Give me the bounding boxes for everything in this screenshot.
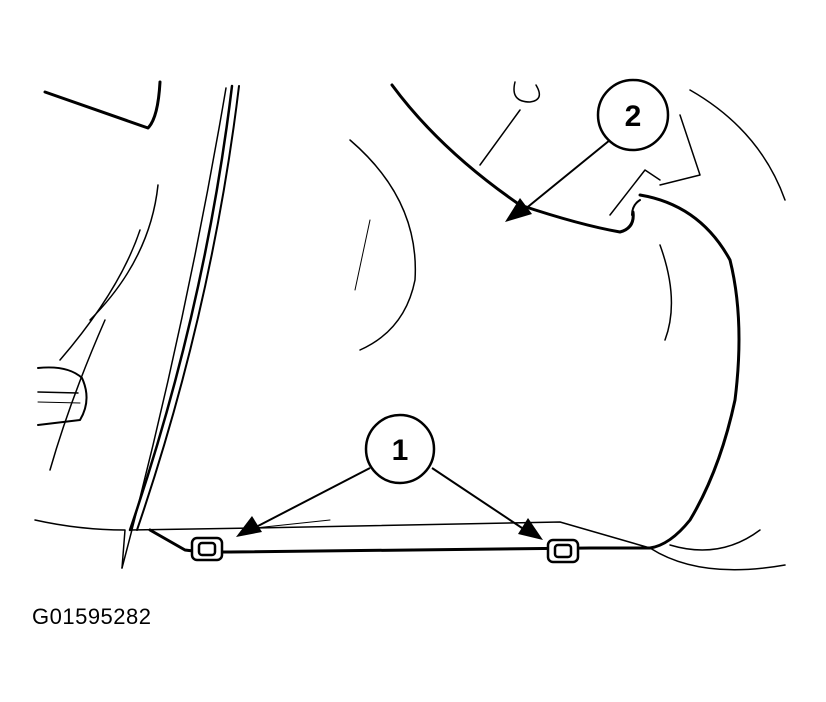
clip-left-inner	[197, 541, 217, 557]
callout-2: 2	[505, 78, 670, 222]
wire-harness	[148, 193, 741, 554]
left-handle-line-2	[37, 401, 81, 404]
left-panel-curve-c	[49, 319, 106, 471]
clip-right	[546, 538, 580, 564]
central-contour-a	[349, 139, 417, 351]
upper-diagonal	[479, 109, 521, 166]
clip-right-inner	[553, 543, 573, 559]
clip-left	[190, 536, 224, 562]
callout-1-leader-right	[431, 467, 523, 529]
right-lower-contour	[669, 529, 761, 551]
left-panel-curve-b	[59, 229, 141, 361]
central-contour-b	[354, 219, 371, 291]
pillar-outer-line	[128, 84, 234, 532]
callout-1-arrowhead-right	[518, 518, 543, 540]
central-contour-c	[659, 244, 673, 341]
left-panel-curve-a	[89, 184, 159, 321]
upper-left-panel-edge	[43, 80, 162, 130]
pillar-curve	[121, 87, 227, 569]
callout-2-leader	[523, 139, 611, 211]
left-handle-outline	[37, 366, 88, 426]
figure-id-label: G01595282	[32, 604, 152, 629]
callout-2-number: 2	[625, 100, 642, 133]
callout-2-circle	[596, 78, 670, 152]
callout-1-circle	[364, 413, 436, 485]
upper-bracket-line	[609, 169, 661, 216]
callout-2-arrowhead	[505, 198, 532, 222]
pillar-inner-line	[136, 85, 240, 531]
callout-1-number: 1	[392, 434, 409, 467]
left-handle-line	[37, 391, 79, 394]
lower-contour	[254, 519, 331, 529]
upper-right-contour-2	[659, 114, 701, 186]
callout-1-arrowhead-left	[236, 516, 262, 537]
callout-1-leader-left	[257, 467, 371, 527]
upper-right-contour	[689, 89, 786, 201]
wire-harness-inner	[631, 199, 641, 216]
upper-small-arc	[513, 81, 541, 103]
upper-trim-edge	[390, 83, 635, 234]
lower-panel-edge	[129, 521, 786, 571]
left-lower-edge	[34, 519, 126, 569]
callout-1: 1	[236, 413, 543, 540]
